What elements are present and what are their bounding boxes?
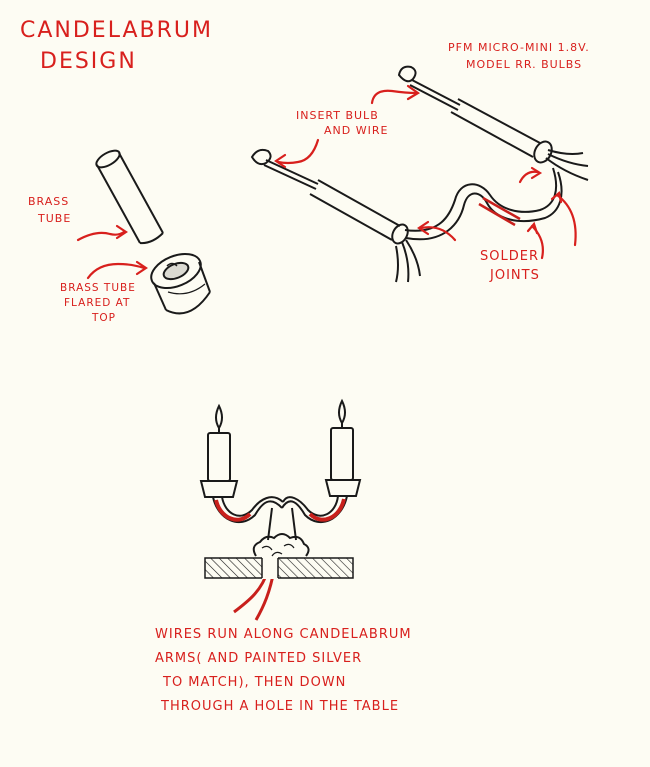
arrow-to-brass-tube <box>76 230 126 242</box>
arrow-to-solder-mid <box>530 224 544 260</box>
solder-joints-label: SOLDER JOINTS <box>480 249 540 283</box>
candelabrum-drawing <box>199 398 362 557</box>
table-cross-section <box>204 557 354 579</box>
arrow-to-solder-left <box>419 226 457 242</box>
annotation-arrows <box>76 84 577 280</box>
arrow-to-left-bulb <box>276 138 320 165</box>
arrow-to-upper-bulb <box>370 89 418 105</box>
bulb-model-note: PFM MICRO-MINI 1.8V. MODEL RR. BULBS <box>448 41 590 71</box>
flared-tube-label: BRASS TUBE FLARED AT TOP <box>60 282 136 325</box>
brass-tube-label: BRASS TUBE <box>28 195 72 225</box>
page-title: CANDELABRUM DESIGN <box>20 18 213 75</box>
insert-bulb-label: INSERT BULB AND WIRE <box>296 109 389 137</box>
flared-tube-drawing <box>150 253 211 315</box>
solder-joint-marks <box>478 196 521 227</box>
bulb-wire-assembly-drawing <box>250 65 589 283</box>
wiring-caption: WIRES RUN ALONG CANDELABRUM ARMS( AND PA… <box>155 627 412 714</box>
arrow-to-flared-tube <box>86 262 146 280</box>
brass-tube-drawing <box>95 149 164 245</box>
